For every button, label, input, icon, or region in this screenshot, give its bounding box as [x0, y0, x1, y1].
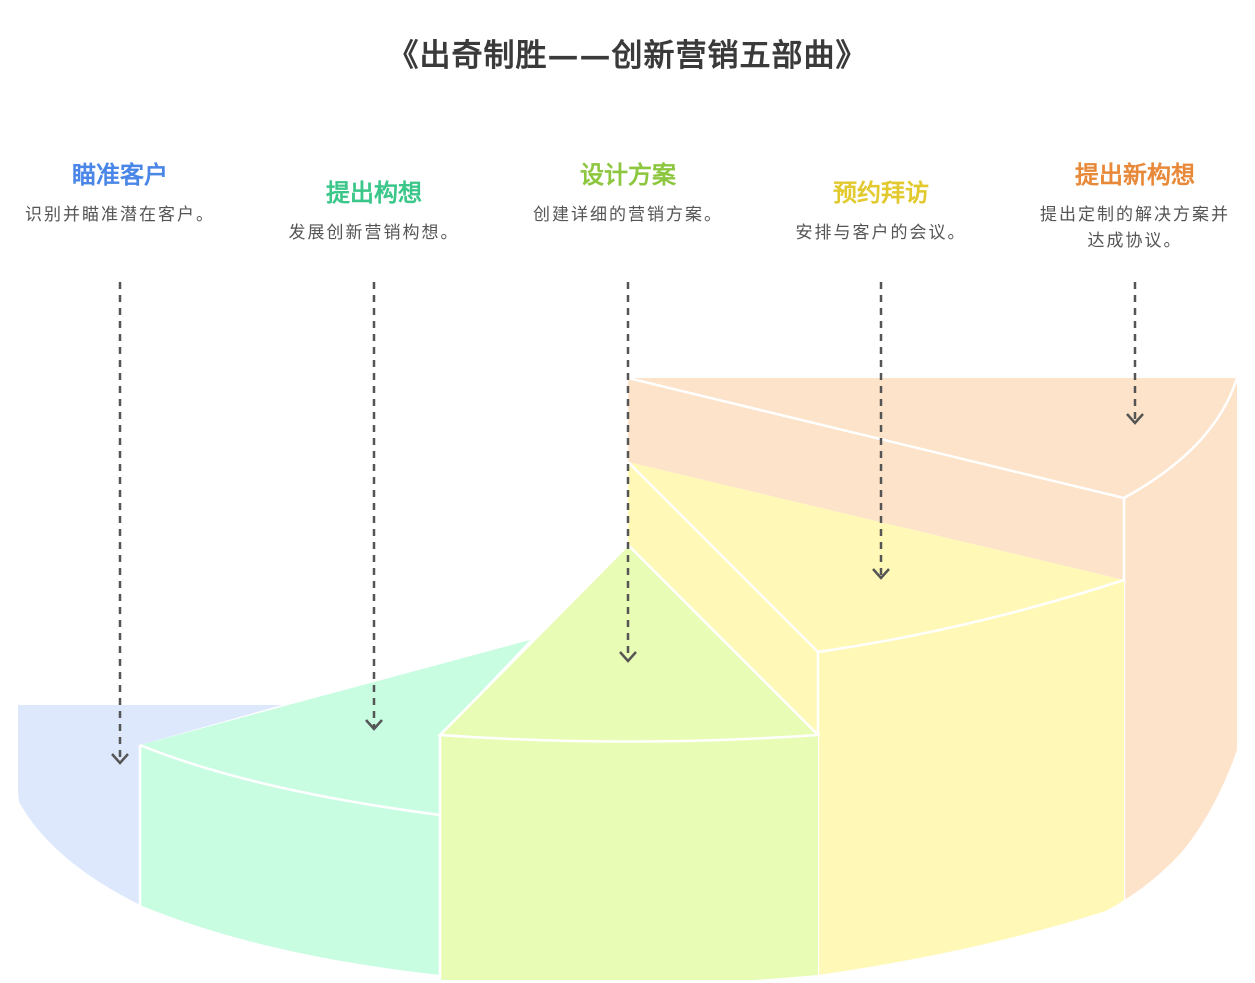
- step-1-title: 瞄准客户: [72, 160, 168, 189]
- arrow-step-2: [365, 282, 383, 731]
- segment-lime: [437, 543, 821, 980]
- step-4-title: 预约拜访: [833, 178, 929, 207]
- step-3: 设计方案 创建详细的营销方案。: [518, 155, 738, 228]
- step-4-desc: 安排与客户的会议。: [795, 223, 967, 243]
- step-4: 预约拜访 安排与客户的会议。: [771, 173, 991, 246]
- arrow-step-1: [111, 282, 129, 765]
- yellow-front-face: [818, 580, 1124, 975]
- arrow-step-5: [1126, 282, 1144, 425]
- yellow-left-face: [628, 462, 818, 735]
- segment-mint: [138, 640, 530, 975]
- mint-top-face: [140, 640, 530, 815]
- arrow-step-3: [619, 282, 637, 663]
- step-5-title: 提出新构想: [1075, 160, 1195, 189]
- step-2: 提出构想 发展创新营销构想。: [264, 173, 484, 246]
- segment-peach: [627, 376, 1239, 905]
- step-1: 瞄准客户 识别并瞄准潜在客户。: [10, 155, 230, 228]
- bowl-bottom-mask: [0, 760, 1255, 983]
- step-5: 提出新构想 提出定制的解决方案并达成协议。: [1025, 155, 1245, 254]
- step-5-desc: 提出定制的解决方案并达成协议。: [1040, 205, 1230, 251]
- peach-side-face: [1124, 378, 1237, 905]
- step-1-desc: 识别并瞄准潜在客户。: [25, 205, 215, 225]
- peach-front-face: [628, 378, 1124, 580]
- arrow-step-4: [872, 282, 890, 580]
- step-2-title: 提出构想: [326, 178, 422, 207]
- lime-top-face: [440, 545, 818, 742]
- yellow-top-face: [628, 462, 1124, 652]
- blue-top-face: [18, 705, 282, 745]
- lime-front-face: [440, 735, 818, 980]
- blue-side-face: [18, 705, 140, 905]
- step-3-desc: 创建详细的营销方案。: [533, 205, 723, 225]
- segment-blue: [18, 705, 282, 905]
- peach-top-face: [628, 378, 1237, 498]
- step-2-desc: 发展创新营销构想。: [288, 223, 460, 243]
- diagram-title: 《出奇制胜——创新营销五部曲》: [387, 38, 868, 74]
- mint-front-face: [140, 745, 440, 975]
- step-3-title: 设计方案: [580, 160, 676, 189]
